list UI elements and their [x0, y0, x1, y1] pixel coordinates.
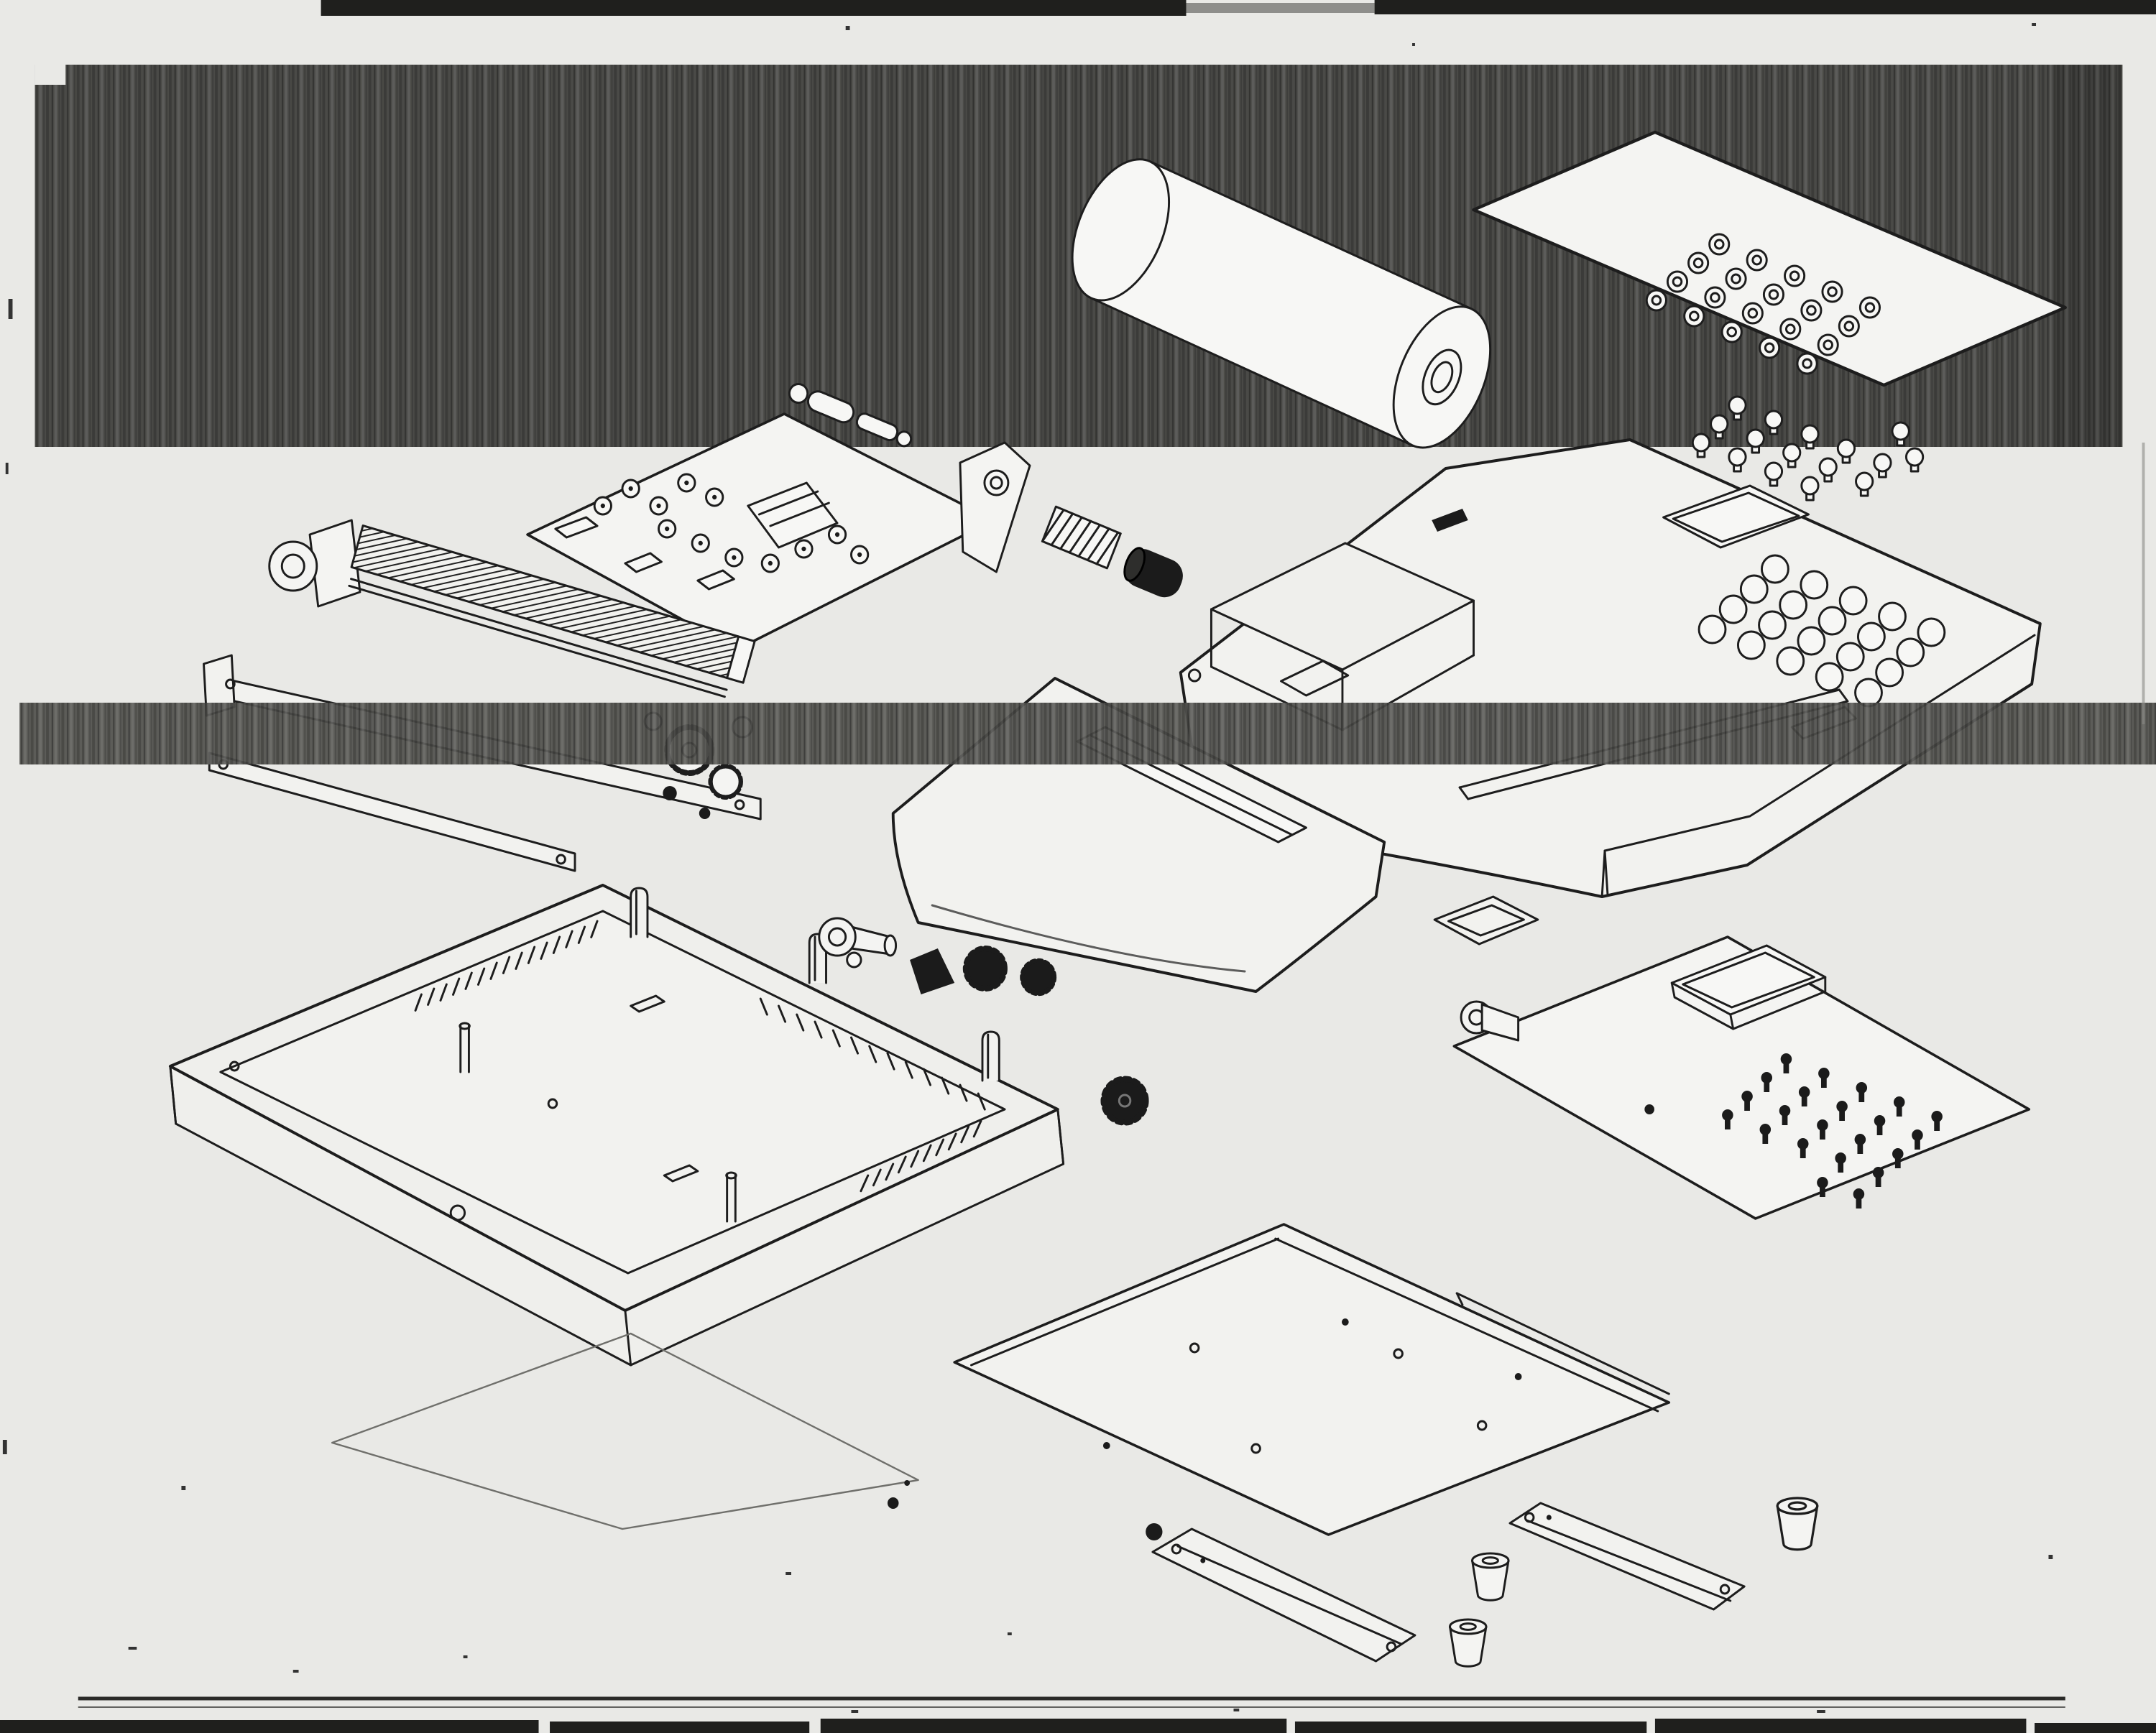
platen-roller: [348, 524, 756, 698]
housing-dark-mark: [1432, 509, 1468, 532]
lower-housing: [168, 884, 1065, 1367]
knob-and-gear-cluster: [818, 917, 1146, 1122]
display-window: [1662, 484, 1810, 549]
mounting-bracket-right: [1508, 1502, 1746, 1611]
bottom-double-rule: [78, 1696, 2065, 1708]
ic-chip: [696, 569, 735, 591]
edge-connector: [554, 516, 599, 539]
connector-block: [1670, 944, 1827, 1030]
keyboard-pcb: [1452, 935, 2031, 1220]
mounting-bracket-left: [1151, 1528, 1416, 1663]
insulation-sheet: [331, 1332, 919, 1530]
spring: [1041, 505, 1122, 570]
metal-base-plate: [953, 1223, 1671, 1540]
interior-posts: [229, 994, 737, 1223]
main-circuit-board: [526, 412, 995, 651]
motor-bracket: [308, 519, 361, 608]
paper-roll: [1071, 158, 1492, 449]
ink-roller: [1123, 547, 1183, 598]
fuse-assembly: [788, 383, 913, 448]
top-edge-strip: [321, 0, 2156, 16]
bottom-edge-strip: [0, 1719, 2156, 1733]
transformer: [747, 481, 839, 549]
keyboard-overlay-plate: [1472, 130, 2067, 387]
hinge-hole: [1187, 668, 1202, 683]
ic-chip: [624, 552, 663, 573]
margin-specks: [2, 23, 2145, 1713]
dark-cone: [910, 948, 955, 994]
motor: [268, 540, 318, 592]
mounting-bracket-small: [959, 441, 1031, 573]
middle-toner-band: [19, 703, 2156, 764]
display-bezel-small: [1433, 895, 1539, 946]
